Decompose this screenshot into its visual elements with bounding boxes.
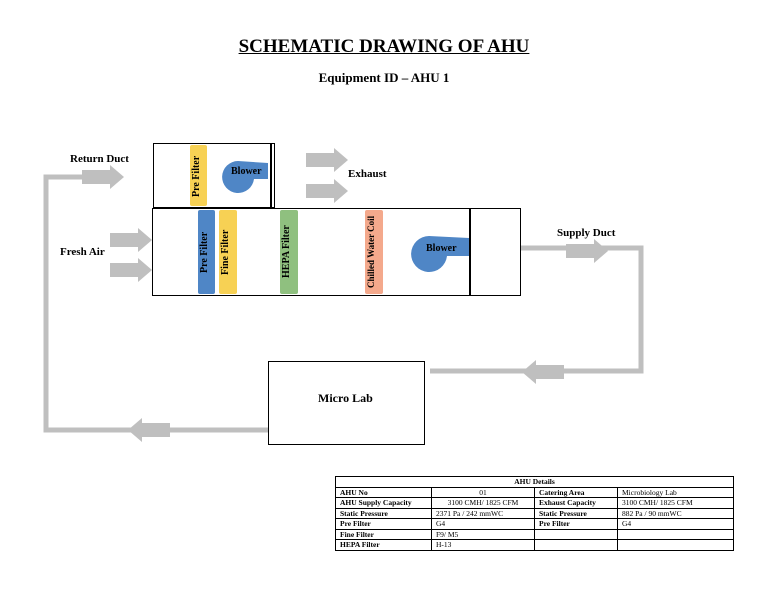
table-cell: AHU No xyxy=(335,486,432,498)
table-cell: G4 xyxy=(431,518,535,530)
page-title: SCHEMATIC DRAWING OF AHU xyxy=(238,36,530,57)
table-row: Static Pressure 2371 Pa / 242 mmWC Stati… xyxy=(335,507,734,519)
fresh-air-label: Fresh Air xyxy=(60,246,105,258)
hepa-filter xyxy=(280,210,298,294)
exhaust-arrow-1 xyxy=(306,148,348,172)
table-cell: Pre Filter xyxy=(335,518,432,530)
table-cell xyxy=(534,539,618,551)
lower-blower-icon xyxy=(411,236,469,272)
table-caption: AHU Details xyxy=(335,476,734,488)
micro-lab-label: Micro Lab xyxy=(318,391,373,405)
table-row: Pre Filter G4 Pre Filter G4 xyxy=(335,518,734,530)
fresh-air-arrow-2 xyxy=(110,258,152,282)
upper-blower-label: Blower xyxy=(231,166,262,177)
table-row: HEPA Filter H-13 xyxy=(335,539,734,551)
table-cell: Microbiology Lab xyxy=(617,486,734,498)
upper-blower-icon xyxy=(222,161,268,193)
exhaust-label: Exhaust xyxy=(348,168,387,180)
table-cell: F9/ M5 xyxy=(431,528,535,540)
table-cell: 2371 Pa / 242 mmWC xyxy=(431,507,535,519)
exhaust-unit-divider xyxy=(270,143,272,208)
fine-filter-label: Fine Filter xyxy=(220,229,231,275)
chilled-water-coil-label: Chilled Water Coil xyxy=(366,215,376,289)
lower-pre-filter xyxy=(198,210,215,294)
micro-lab-box xyxy=(268,361,425,445)
table-row: Fine Filter F9/ M5 xyxy=(335,528,734,540)
supply-unit-divider xyxy=(469,208,471,296)
table-cell: 3100 CMH/ 1825 CFM xyxy=(617,497,734,509)
supply-duct-arrow xyxy=(566,239,608,263)
supply-duct-label: Supply Duct xyxy=(557,227,616,239)
equipment-id: Equipment ID – AHU 1 xyxy=(318,70,450,85)
table-cell: G4 xyxy=(617,518,734,530)
table-row: AHU Supply Capacity 3100 CMH/ 1825 CFM E… xyxy=(335,497,734,509)
table-caption-row: AHU Details xyxy=(335,476,734,488)
table-cell xyxy=(617,539,734,551)
table-cell: Exhaust Capacity xyxy=(534,497,618,509)
table-cell xyxy=(534,528,618,540)
return-to-ahu-arrow xyxy=(522,360,564,384)
upper-pre-filter-label: Pre Filter xyxy=(191,155,202,197)
hepa-filter-label: HEPA Filter xyxy=(281,225,292,279)
table-cell: AHU Supply Capacity xyxy=(335,497,432,509)
return-duct-arrow xyxy=(82,165,124,189)
table-cell: H-13 xyxy=(431,539,535,551)
microlab-exit-arrow xyxy=(128,418,170,442)
table-cell: Static Pressure xyxy=(335,507,432,519)
lower-blower-label: Blower xyxy=(426,243,457,254)
fine-filter xyxy=(219,210,237,294)
table-cell: 3100 CMH/ 1825 CFM xyxy=(431,497,535,509)
table-cell: HEPA Filter xyxy=(335,539,432,551)
exhaust-arrow-2 xyxy=(306,179,348,203)
chilled-water-coil xyxy=(365,210,383,294)
table-row: AHU No 01 Catering Area Microbiology Lab xyxy=(335,486,734,498)
return-duct-label: Return Duct xyxy=(70,153,129,165)
lower-pre-filter-label: Pre Filter xyxy=(199,231,210,273)
table-cell xyxy=(617,528,734,540)
table-cell: Pre Filter xyxy=(534,518,618,530)
table-cell: 882 Pa / 90 mmWC xyxy=(617,507,734,519)
table-cell: 01 xyxy=(431,486,535,498)
table-cell: Static Pressure xyxy=(534,507,618,519)
upper-pre-filter xyxy=(190,145,207,206)
table-cell: Catering Area xyxy=(534,486,618,498)
ahu-details-table: AHU Details AHU No 01 Catering Area Micr… xyxy=(335,476,734,551)
table-cell: Fine Filter xyxy=(335,528,432,540)
fresh-air-arrow-1 xyxy=(110,228,152,252)
